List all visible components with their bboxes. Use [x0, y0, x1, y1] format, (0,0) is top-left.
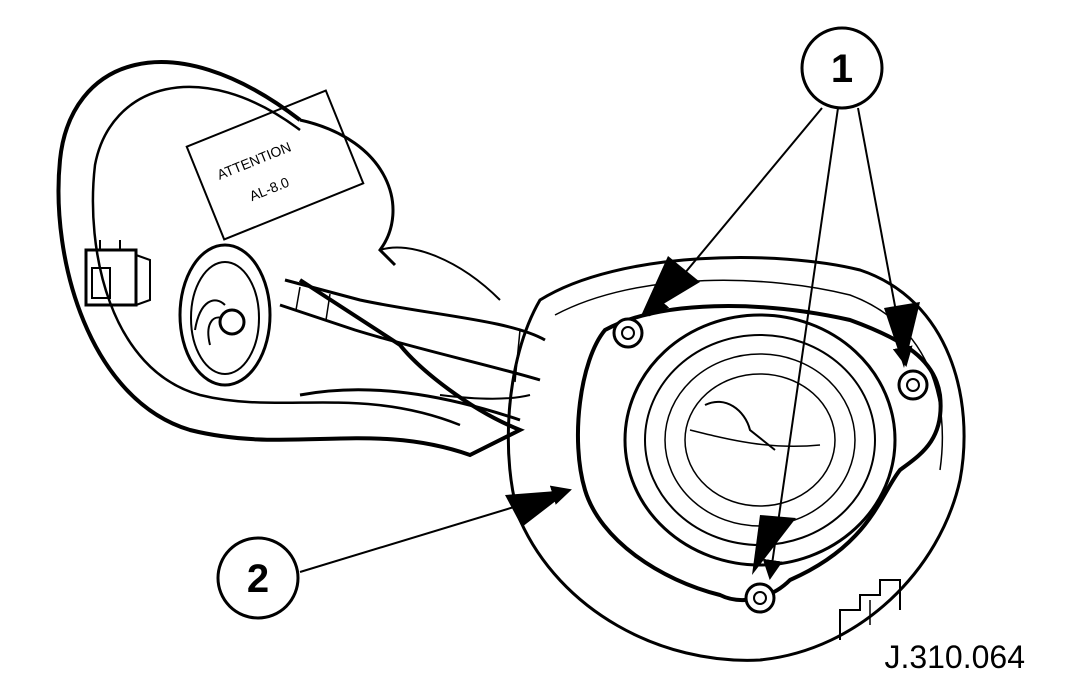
fastener-top-left: [612, 317, 644, 349]
arrowhead-1c: [884, 302, 920, 368]
warning-label: ATTENTION AL-8.0: [215, 138, 294, 204]
sender-unit: [56, 60, 546, 458]
callout-1-label: 1: [831, 47, 853, 91]
callout-1: 1: [800, 26, 884, 110]
fastener-right: [897, 369, 929, 401]
callout-2: 2: [216, 536, 300, 620]
arrowhead-1a: [640, 256, 700, 318]
fastener-bottom: [744, 582, 776, 614]
label-line-2: AL-8.0: [247, 174, 291, 204]
figure-reference-code: J.310.064: [884, 639, 1025, 675]
pump-flange: [506, 256, 966, 662]
arrow-heads: [505, 256, 920, 575]
callout-2-label: 2: [247, 557, 269, 601]
arrowhead-2: [505, 490, 570, 527]
arrowhead-1b: [752, 515, 796, 575]
callout-leaders: [299, 107, 913, 580]
